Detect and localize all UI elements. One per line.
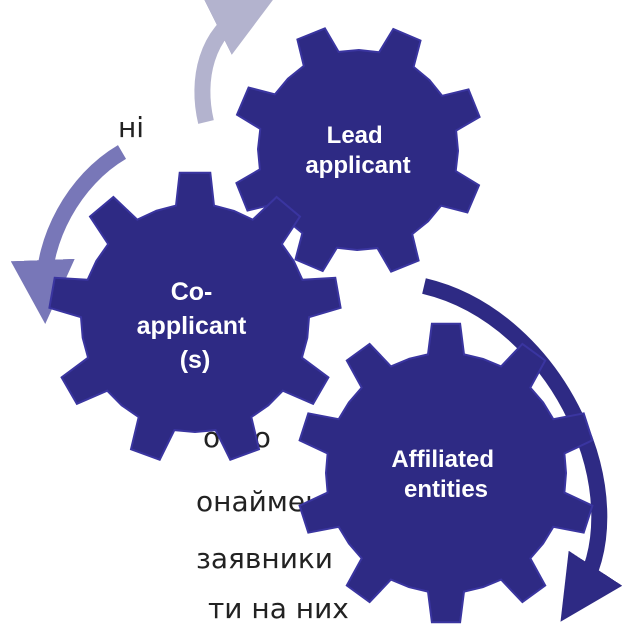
lead-applicant-label: Lead applicant [305, 122, 410, 179]
co-applicant-label: Co- applicant (s) [137, 278, 254, 374]
affiliated-entities-label: Affiliated entities [391, 446, 500, 503]
co-applicant-label-line-3: (s) [180, 346, 211, 374]
background-text-6: ти на них [208, 592, 349, 625]
co-applicant-label-line-2: applicant [137, 312, 247, 340]
co-applicant-gear [48, 171, 342, 461]
affiliated-entities-label-line-2: entities [404, 476, 488, 503]
lead-applicant-label-line-1: Lead [327, 122, 383, 149]
cycle-arrow-left [10, 145, 127, 324]
background-text-5: заявники [196, 542, 334, 575]
affiliated-entities-label-line-1: Affiliated [391, 446, 494, 473]
background-text-1: ні [118, 111, 145, 144]
cycle-arrow-top [194, 0, 275, 124]
co-applicant-label-line-1: Co- [171, 278, 213, 306]
lead-applicant-label-line-2: applicant [305, 152, 410, 179]
affiliated-entities-gear [298, 322, 594, 624]
